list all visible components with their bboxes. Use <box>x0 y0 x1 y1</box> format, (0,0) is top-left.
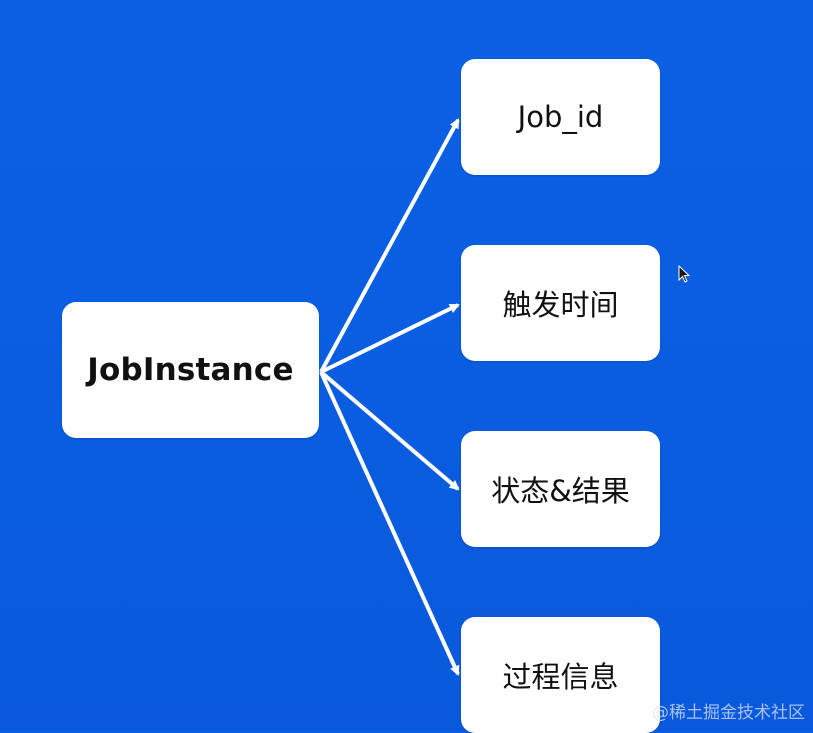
node-process-info-label: 过程信息 <box>502 660 619 694</box>
node-job-instance-label: JobInstance <box>87 352 294 388</box>
arrow-to-process-info <box>319 371 460 676</box>
arrow-to-job-id <box>319 118 460 373</box>
arrow-to-status-result <box>319 370 460 491</box>
node-process-info: 过程信息 <box>461 617 660 733</box>
node-job-instance: JobInstance <box>62 302 319 438</box>
mouse-cursor-icon <box>678 265 691 283</box>
watermark: @稀土掘金技术社区 <box>652 703 805 723</box>
node-job-id: Job_id <box>461 59 660 175</box>
node-trigger-time: 触发时间 <box>461 245 660 361</box>
node-status-result-label: 状态&结果 <box>491 474 630 508</box>
node-trigger-time-label: 触发时间 <box>502 288 619 322</box>
node-status-result: 状态&结果 <box>461 431 660 547</box>
node-job-id-label: Job_id <box>517 100 604 134</box>
arrow-to-trigger-time <box>320 303 460 374</box>
